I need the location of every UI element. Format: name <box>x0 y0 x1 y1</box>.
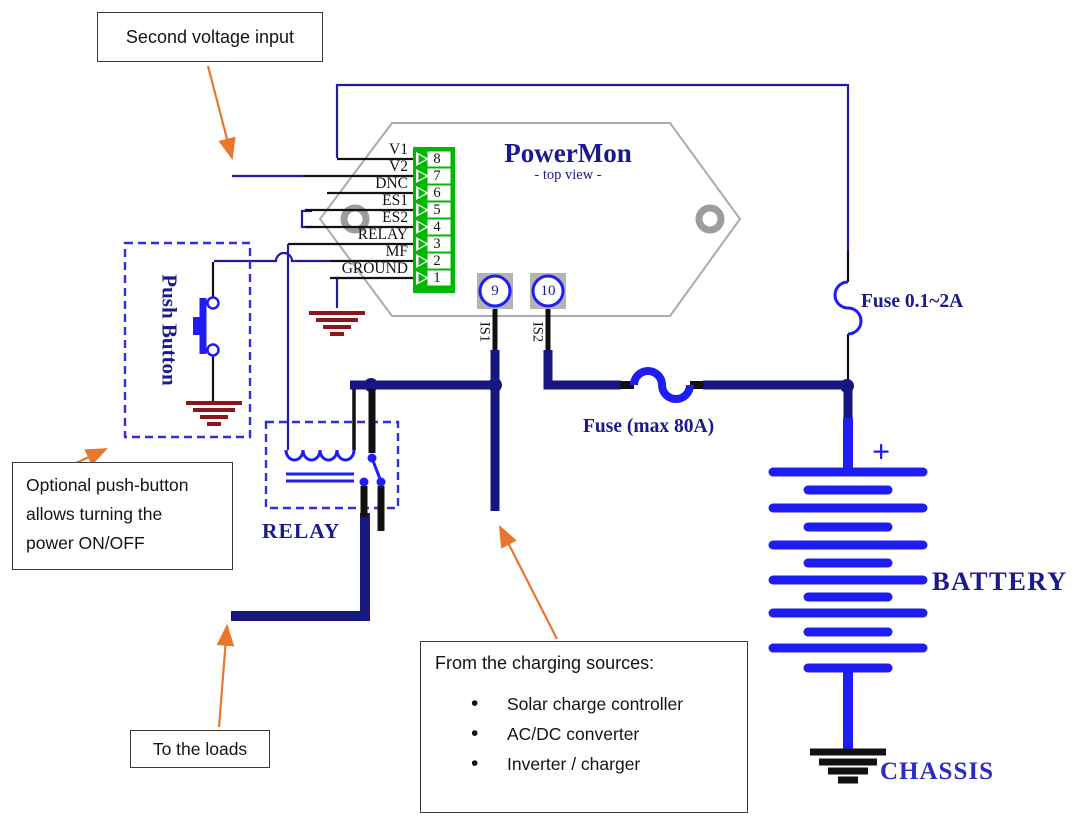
pin-label-v2: V2 <box>389 158 408 175</box>
junction-dot-relay <box>364 378 378 392</box>
pin-label-dnc: DNC <box>375 175 408 192</box>
arrow-optional-push-button <box>73 448 108 466</box>
pin-number-8: 8 <box>433 151 441 167</box>
chassis-ground-symbol <box>810 748 886 784</box>
fuse-large-label: Fuse (max 80A) <box>583 416 715 437</box>
pin-cells <box>416 151 451 286</box>
pin-number-4: 4 <box>433 219 441 235</box>
pin-stub-wires <box>211 157 850 401</box>
pin-number-1: 1 <box>433 270 441 286</box>
pin-connector <box>413 147 455 293</box>
pin-number-3: 3 <box>433 236 441 252</box>
v1-battery-sense-wire <box>335 83 850 250</box>
mounting-hole-left <box>340 204 370 234</box>
pin-number-2: 2 <box>433 253 441 269</box>
optional-push-button-callout: Optional push-button allows turning the … <box>12 462 233 570</box>
pin-label-es2: ES2 <box>382 209 408 226</box>
fuse-small-label: Fuse 0.1~2A <box>861 291 964 312</box>
power-wires <box>231 350 853 621</box>
callout-arrows <box>73 65 558 728</box>
junction-dot-battery <box>840 379 854 393</box>
relay-coil <box>284 449 356 462</box>
relay-label: RELAY <box>262 519 341 543</box>
relay-core <box>286 472 354 483</box>
arrow-charging-sources <box>499 525 558 640</box>
battery-plus-sign: + <box>872 433 891 469</box>
push-button-actuator <box>199 298 207 354</box>
pin-label-es1: ES1 <box>382 192 408 209</box>
load-wire <box>231 513 370 621</box>
optional-push-button-line2: allows turning the <box>26 504 163 524</box>
pin-label-mf: MF <box>385 243 408 260</box>
second-voltage-callout: Second voltage input <box>97 12 323 62</box>
is1-label: IS1 <box>476 321 493 343</box>
push-button-contact-bottom <box>206 343 220 357</box>
charging-source-item: Solar charge controller <box>471 689 747 719</box>
arrow-to-loads <box>216 623 235 728</box>
terminal-10-number: 10 <box>540 283 556 299</box>
shunt-terminals <box>477 273 566 352</box>
pin-label-v1: V1 <box>389 141 408 158</box>
device-subtitle: - top view - <box>534 167 602 183</box>
mf-wire-with-hop <box>214 251 330 263</box>
is2-label: IS2 <box>529 321 546 343</box>
second-voltage-text: Second voltage input <box>125 26 295 47</box>
device-title: PowerMon <box>504 138 632 168</box>
push-button-box <box>123 241 252 439</box>
charging-sources-callout: From the charging sources: Solar charge … <box>420 641 748 813</box>
charging-source-item: Inverter / charger <box>471 749 747 779</box>
relay-box <box>264 420 400 510</box>
battery-symbol <box>768 418 928 751</box>
signal-grounds <box>186 311 365 426</box>
terminal-9-number: 9 <box>491 283 499 299</box>
fuse-small-symbol <box>833 280 863 336</box>
pin-number-5: 5 <box>433 202 441 218</box>
pin-label-relay: RELAY <box>357 226 408 243</box>
ground-pin-wire <box>335 276 340 308</box>
charging-sources-title: From the charging sources: <box>435 653 655 673</box>
signal-wires <box>214 83 850 450</box>
mounting-hole-right <box>695 204 725 234</box>
terminal-10-ring <box>531 274 565 308</box>
is2-to-fuse-wire <box>543 350 621 390</box>
charging-sources-list: Solar charge controller AC/DC converter … <box>471 689 747 779</box>
optional-push-button-line3: power ON/OFF <box>26 533 145 553</box>
to-the-loads-text: To the loads <box>152 738 248 759</box>
fuse-80a-symbol <box>620 367 704 403</box>
push-button-symbol <box>123 241 252 439</box>
pin-number-6: 6 <box>433 185 441 201</box>
terminal-9-ring <box>478 274 512 308</box>
push-button-label: Push Button <box>157 274 182 386</box>
pin-number-7: 7 <box>433 168 441 184</box>
pin-label-ground: GROUND <box>341 260 408 277</box>
push-button-contact-top <box>206 296 220 310</box>
chassis-label: CHASSIS <box>880 758 994 785</box>
relay-symbol <box>264 389 400 531</box>
battery-label: BATTERY <box>932 566 1068 596</box>
ground-symbol-push-button <box>186 401 242 426</box>
optional-push-button-line1: Optional push-button <box>26 475 189 495</box>
arrow-second-voltage <box>206 65 236 161</box>
charging-source-item: AC/DC converter <box>471 719 747 749</box>
junction-dot-is1 <box>488 378 502 392</box>
ground-symbol-device <box>309 311 365 336</box>
to-the-loads-callout: To the loads <box>130 730 270 768</box>
